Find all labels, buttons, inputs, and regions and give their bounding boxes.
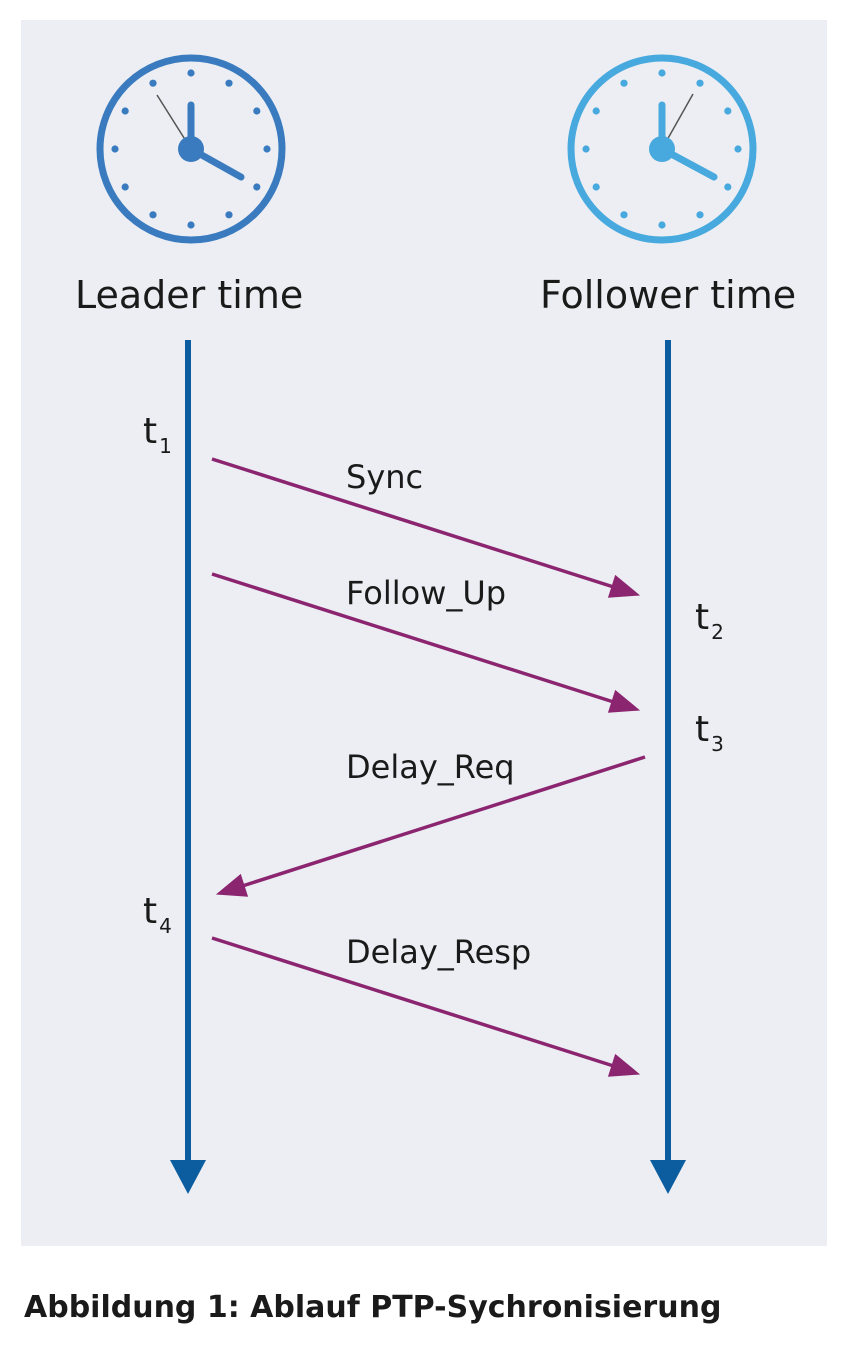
clock-hour-dot (658, 221, 666, 229)
clock-hour-dot (111, 145, 119, 153)
clock-hour-dot (724, 107, 732, 115)
clock-hour-dot (225, 211, 233, 219)
leader-clock-icon (96, 54, 286, 244)
clock-hour-dot (696, 79, 704, 87)
follower-timeline (650, 340, 686, 1194)
clock-hour-dot (724, 183, 732, 191)
clock-hour-dot (253, 183, 261, 191)
clock-hour-dot (620, 211, 628, 219)
clock-hour-dot (696, 211, 704, 219)
ptp-sequence-diagram (96, 54, 757, 1194)
clock-hour-dot (734, 145, 742, 153)
clock-hour-dot (253, 107, 261, 115)
clock-hour-dot (263, 145, 271, 153)
clock-hour-dot (582, 145, 590, 153)
clock-hour-dot (592, 107, 600, 115)
diagram-panel: Leader time Follower time Sync Follow_Up… (21, 20, 827, 1246)
clock-hour-dot (187, 221, 195, 229)
message-delay-resp (211, 936, 641, 1077)
delay-req-label: Delay_Req (346, 748, 515, 786)
clock-hour-dot (121, 183, 129, 191)
message-delay-req (215, 755, 646, 897)
follower-time-label: Follower time (540, 273, 797, 317)
clock-hour-dot (225, 79, 233, 87)
clock-hour-dot (187, 69, 195, 77)
leader-time-label: Leader time (75, 273, 304, 317)
message-follow-up (211, 572, 641, 713)
delay-resp-label: Delay_Resp (346, 933, 532, 971)
sync-label: Sync (346, 458, 424, 496)
clock-hour-dot (121, 107, 129, 115)
message-sync (211, 457, 641, 598)
leader-timeline (170, 340, 206, 1194)
clock-hour-dot (149, 79, 157, 87)
figure-caption: Abbildung 1: Ablauf PTP-Sychronisierung (24, 1290, 722, 1325)
clock-hour-dot (658, 69, 666, 77)
clock-hour-dot (149, 211, 157, 219)
follow-up-label: Follow_Up (346, 574, 507, 612)
clock-hour-dot (592, 183, 600, 191)
clock-hour-dot (620, 79, 628, 87)
follower-clock-icon (567, 54, 757, 244)
